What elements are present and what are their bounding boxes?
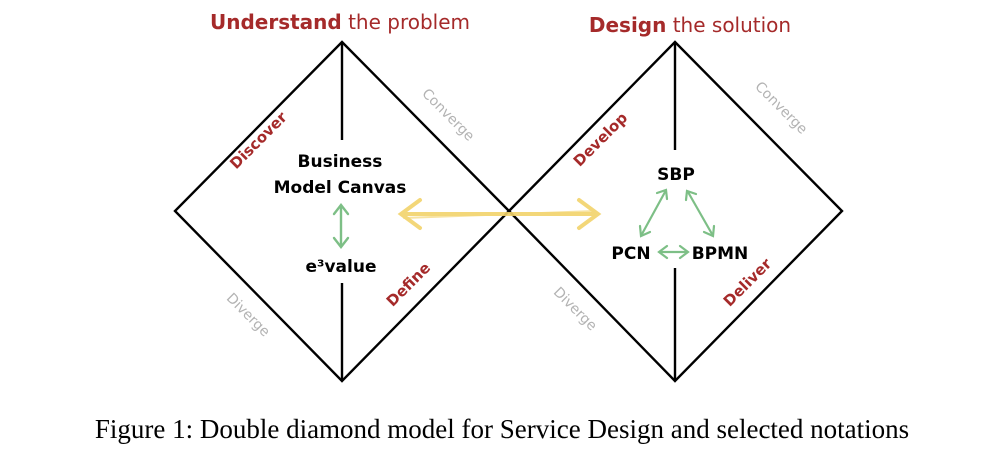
notation-model-canvas: Model Canvas (274, 178, 407, 198)
sbp-bpmn-arrow (684, 189, 716, 238)
notation-bpmn: BPMN (692, 244, 749, 264)
stage-label-discover: Discover (226, 108, 291, 173)
notation-sbp: SBP (657, 165, 695, 185)
cross-diamond-arrow (397, 198, 602, 230)
mode-label-diverge-left: Diverge (223, 290, 273, 340)
sbp-pcn-arrow (638, 188, 669, 238)
notation-pcn: PCN (611, 244, 650, 264)
notation-e3value: e³value (306, 257, 377, 277)
mode-label-converge-left: Converge (418, 86, 477, 145)
notation-business: Business (298, 152, 383, 172)
figure-caption: Figure 1: Double diamond model for Servi… (94, 414, 910, 444)
pcn-bpmn-arrow (657, 244, 690, 260)
mode-label-diverge-right: Diverge (550, 284, 600, 334)
phase-title-left: Understand the problem (210, 10, 470, 34)
phase-title-right: Design the solution (589, 13, 791, 37)
stage-label-define: Define (383, 259, 434, 310)
bmc-e3value-arrow (332, 203, 350, 249)
double-diamond-diagram: Understand the problem Design the soluti… (173, 10, 844, 383)
